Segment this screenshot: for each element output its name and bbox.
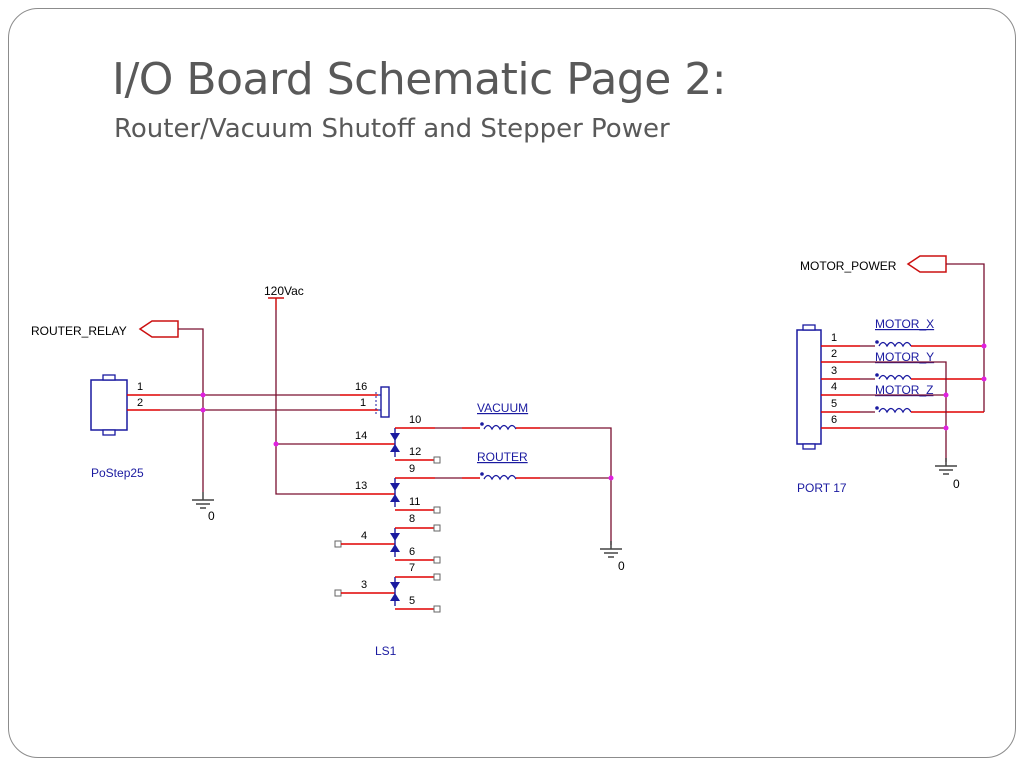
- router-relay-label: ROUTER_RELAY: [31, 324, 127, 338]
- port17-pin-6: 6: [831, 414, 837, 426]
- motor-z-coil: MOTOR_Z: [860, 383, 984, 413]
- motor-x-coil: MOTOR_X: [860, 317, 984, 347]
- router-load: ROUTER: [462, 450, 540, 480]
- ls1-pin-6: 6: [409, 546, 415, 558]
- port17-pin-4: 4: [831, 381, 837, 393]
- vacuum-load: VACUUM: [462, 401, 540, 430]
- ground-left-label: 0: [208, 509, 215, 523]
- ls1-pin-16: 16: [355, 381, 367, 393]
- ls1-pin-7: 7: [409, 562, 415, 574]
- ls1-pin-8: 8: [409, 513, 415, 525]
- ls1-pin-5: 5: [409, 595, 415, 607]
- postep25-name: PoStep25: [91, 466, 144, 480]
- postep25-connector: 1 2 PoStep25: [90, 374, 160, 480]
- ls1-pin-3: 3: [361, 579, 367, 591]
- slide-frame: [8, 8, 1016, 758]
- ls1-pin-1: 1: [360, 397, 366, 409]
- motor-y-label: MOTOR_Y: [875, 350, 934, 364]
- ls1-pin-13: 13: [355, 480, 367, 492]
- postep25-pin-1: 1: [137, 381, 143, 393]
- port17-pin-5: 5: [831, 398, 837, 410]
- ls1-pin-10: 10: [409, 414, 421, 426]
- router-relay-port: ROUTER_RELAY: [31, 320, 179, 338]
- port17-pin-3: 3: [831, 365, 837, 377]
- supply-120vac: 120Vac: [264, 284, 304, 310]
- slide-subtitle: Router/Vacuum Shutoff and Stepper Power: [114, 114, 670, 144]
- motor-power-port: MOTOR_POWER: [800, 255, 947, 273]
- ls1-pin-14: 14: [355, 430, 367, 442]
- port17-pin-1: 1: [831, 332, 837, 344]
- postep25-pin-2: 2: [137, 397, 143, 409]
- router-label: ROUTER: [477, 450, 528, 464]
- ls1-pin-9: 9: [409, 463, 415, 475]
- ls1-pin-4: 4: [361, 530, 367, 542]
- ground-right-label: 0: [953, 477, 960, 491]
- ground-middle-label: 0: [618, 559, 625, 573]
- motor-z-label: MOTOR_Z: [875, 383, 933, 397]
- vacuum-label: VACUUM: [477, 401, 528, 415]
- ls1-relay: 16 1 10 14 12 9 13 11 8 4 6: [334, 381, 441, 658]
- motor-x-label: MOTOR_X: [875, 317, 934, 331]
- port17-connector: 1 2 3 4 5 6 PORT 17: [796, 324, 860, 495]
- port17-name: PORT 17: [797, 481, 847, 495]
- slide-title: I/O Board Schematic Page 2:: [112, 54, 727, 105]
- ls1-pin-11: 11: [409, 496, 420, 508]
- motor-power-label: MOTOR_POWER: [800, 259, 897, 273]
- motor-y-coil: MOTOR_Y: [860, 350, 984, 380]
- ls1-pin-12: 12: [409, 446, 421, 458]
- port17-pin-2: 2: [831, 348, 837, 360]
- ls1-name: LS1: [375, 644, 397, 658]
- supply-label: 120Vac: [264, 284, 304, 298]
